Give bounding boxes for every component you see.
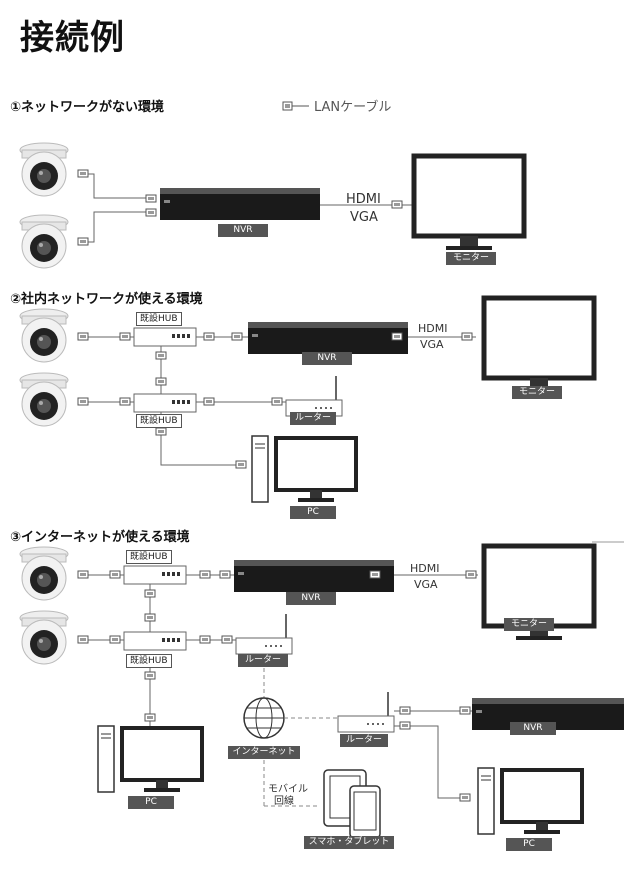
nvr-label: NVR: [218, 224, 268, 237]
router-device: [337, 691, 395, 733]
router-device: [285, 375, 343, 417]
camera-icon: [19, 372, 69, 427]
tablet-label: スマホ・タブレット: [304, 836, 394, 849]
camera-icon: [19, 610, 69, 665]
internet-label: インターネット: [228, 746, 300, 759]
section-2-title: ②社内ネットワークが使える環境: [10, 292, 203, 307]
monitor-device: [484, 298, 594, 392]
hub-device: [133, 393, 197, 413]
line-label: 回線: [274, 796, 294, 807]
pc-label: PC: [290, 506, 336, 519]
pc-device: [476, 766, 584, 836]
router-label: ルーター: [340, 734, 388, 747]
camera-icon: [19, 546, 69, 601]
legend-label: LANケーブル: [314, 100, 392, 115]
nvr-label: NVR: [286, 592, 336, 605]
nvr-label: NVR: [510, 722, 556, 735]
section-1-title: ①ネットワークがない環境: [10, 100, 165, 115]
vga-label: VGA: [414, 578, 438, 591]
section-3-title: ③インターネットが使える環境: [10, 530, 190, 545]
hub-label: 既設HUB: [136, 414, 182, 428]
hub-device: [123, 565, 187, 585]
camera-icon: [19, 308, 69, 363]
pc-label: PC: [128, 796, 174, 809]
nvr-label: NVR: [302, 352, 352, 365]
pc-device: [96, 724, 204, 794]
router-label: ルーター: [290, 412, 336, 425]
nvr-device: [160, 188, 320, 220]
page-title: 接続例: [20, 18, 125, 58]
hub-label: 既設HUB: [126, 654, 172, 668]
pc-device: [250, 434, 358, 504]
router-label: ルーター: [238, 654, 288, 667]
vga-label: VGA: [420, 338, 444, 351]
hdmi-label: HDMI: [418, 322, 448, 335]
monitor-label: モニター: [446, 252, 496, 265]
pc-label: PC: [506, 838, 552, 851]
mobile-label: モバイル: [268, 784, 308, 795]
section-1: [19, 142, 524, 269]
monitor-device: [414, 156, 524, 250]
camera-icon: [19, 214, 69, 269]
monitor-label: モニター: [512, 386, 562, 399]
section-3: [19, 546, 624, 839]
monitor-label: モニター: [504, 618, 554, 631]
vga-label: VGA: [350, 210, 378, 225]
camera-icon: [19, 142, 69, 197]
hub-label: 既設HUB: [136, 312, 182, 326]
hub-label: 既設HUB: [126, 550, 172, 564]
nvr-device: [248, 322, 408, 354]
hub-device: [123, 631, 187, 651]
hub-device: [133, 327, 197, 347]
legend: LANケーブル: [282, 96, 391, 115]
lan-cable-icon: [282, 101, 309, 110]
hdmi-label: HDMI: [346, 192, 381, 207]
hdmi-label: HDMI: [410, 562, 440, 575]
router-device: [235, 613, 293, 655]
section-2: [19, 298, 594, 504]
